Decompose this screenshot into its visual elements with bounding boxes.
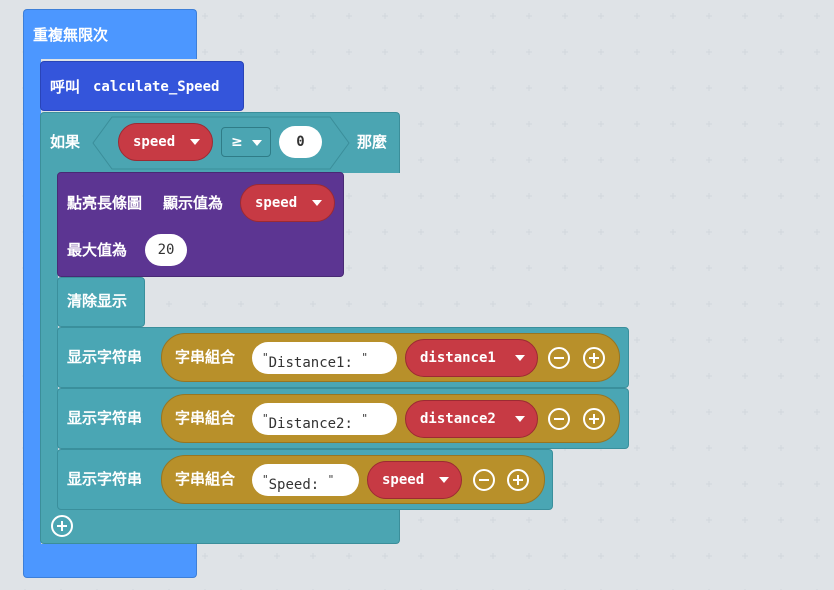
clear-screen-label: 清除显示 <box>67 292 128 310</box>
quote-glyph: " <box>361 351 368 364</box>
join-label: 字串組合 <box>175 348 236 366</box>
minus-circle-icon[interactable] <box>548 408 570 430</box>
operator-dropdown[interactable]: ≥ <box>221 127 271 157</box>
if-label: 如果 <box>50 133 81 151</box>
quote-glyph: " <box>262 412 269 425</box>
condition-variable-dropdown[interactable]: speed <box>118 123 213 161</box>
bargraph-show-label: 顯示值為 <box>163 194 224 212</box>
string-input[interactable]: "Speed: " <box>252 464 359 496</box>
quote-glyph: " <box>262 473 269 486</box>
bargraph-max-label: 最大值為 <box>67 241 128 259</box>
operator-label: ≥ <box>231 134 243 150</box>
plus-circle-icon[interactable] <box>583 347 605 369</box>
string-text: Speed: <box>268 477 328 493</box>
string-variable-dropdown[interactable]: speed <box>367 461 462 499</box>
plus-circle-icon[interactable] <box>583 408 605 430</box>
string-variable-dropdown[interactable]: distance1 <box>405 339 538 377</box>
forever-block-arm <box>23 56 41 556</box>
join-label: 字串組合 <box>175 409 236 427</box>
quote-glyph: " <box>327 473 335 486</box>
add-else-plus-icon[interactable] <box>51 515 73 537</box>
if-block-arm <box>40 170 58 520</box>
condition-value-input[interactable]: 0 <box>279 126 322 158</box>
string-text: Distance1: <box>268 355 362 371</box>
chevron-down-icon <box>515 355 525 361</box>
if-block-foot <box>40 508 400 544</box>
then-label: 那麼 <box>357 133 388 151</box>
minus-circle-icon[interactable] <box>473 469 495 491</box>
string-variable-dropdown[interactable]: distance2 <box>405 400 538 438</box>
string-input[interactable]: "Distance2: " <box>252 403 397 435</box>
chevron-down-icon <box>252 140 262 146</box>
bargraph-variable-label: speed <box>255 195 298 211</box>
string-variable-label: speed <box>382 472 425 488</box>
condition-value-text: 0 <box>296 134 305 150</box>
chevron-down-icon <box>515 416 525 422</box>
string-variable-label: distance1 <box>420 350 496 366</box>
show-string-label: 显示字符串 <box>67 348 143 366</box>
bargraph-max-text: 20 <box>157 242 175 258</box>
bargraph-light-label: 點亮長條圖 <box>67 194 143 212</box>
join-label: 字串組合 <box>175 470 236 488</box>
bargraph-max-input[interactable]: 20 <box>145 234 187 266</box>
forever-block[interactable] <box>23 9 197 59</box>
forever-block-foot <box>23 544 197 578</box>
clear-screen-block[interactable] <box>57 277 145 327</box>
chevron-down-icon <box>312 200 322 206</box>
quote-glyph: " <box>262 351 269 364</box>
call-function-name: calculate_Speed <box>93 79 220 95</box>
call-prefix-label: 呼叫 <box>50 78 81 96</box>
string-text: Distance2: <box>268 416 362 432</box>
chevron-down-icon <box>439 477 449 483</box>
chevron-down-icon <box>190 139 200 145</box>
show-string-label: 显示字符串 <box>67 409 143 427</box>
forever-label: 重複無限次 <box>33 26 109 44</box>
plus-circle-icon[interactable] <box>507 469 529 491</box>
condition-variable-label: speed <box>133 134 176 150</box>
call-function-block[interactable] <box>40 61 244 111</box>
string-input[interactable]: "Distance1: " <box>252 342 397 374</box>
show-string-label: 显示字符串 <box>67 470 143 488</box>
string-variable-label: distance2 <box>420 411 496 427</box>
minus-circle-icon[interactable] <box>548 347 570 369</box>
quote-glyph: " <box>361 412 368 425</box>
bargraph-variable-dropdown[interactable]: speed <box>240 184 335 222</box>
